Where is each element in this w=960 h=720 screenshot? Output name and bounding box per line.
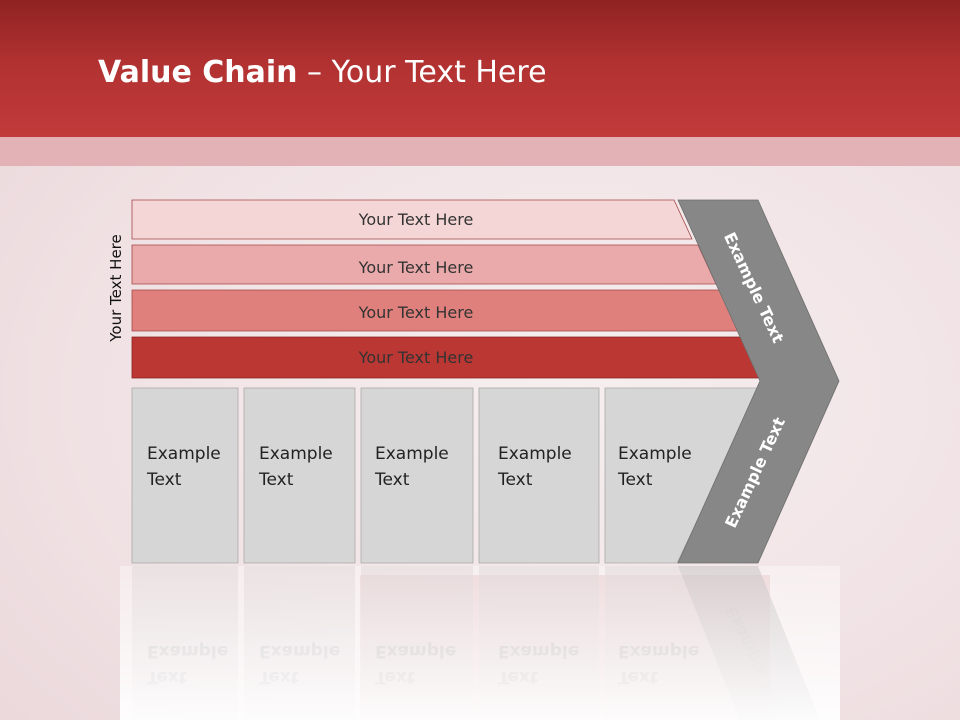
column-1-line2: Text — [146, 470, 182, 490]
column-5-line2: Text — [617, 470, 653, 490]
column-3-line1: Example — [375, 444, 449, 464]
reflection-fade — [120, 566, 840, 720]
column-5-box — [604, 387, 762, 564]
header-sub-band — [0, 137, 960, 166]
column-1: Example Text — [131, 387, 239, 564]
column-1-box — [131, 387, 239, 564]
bar-1-label: Your Text Here — [358, 210, 474, 229]
header-band — [0, 0, 960, 137]
column-3-line2: Text — [374, 470, 410, 490]
page-title: Value Chain – Your Text Here — [98, 55, 547, 90]
bar-4-label: Your Text Here — [358, 348, 474, 367]
column-1-line1: Example — [147, 444, 221, 464]
bar-3: Your Text Here — [131, 289, 740, 332]
title-bold: Value Chain — [98, 55, 298, 90]
column-2-box — [243, 387, 356, 564]
bar-3-label: Your Text Here — [358, 303, 474, 322]
column-4: Example Text — [478, 387, 600, 564]
bar-1-shape — [131, 199, 693, 240]
column-2-line1: Example — [259, 444, 333, 464]
bar-1: Your Text Here — [131, 199, 693, 240]
column-2-line2: Text — [258, 470, 294, 490]
column-3: Example Text — [360, 387, 474, 564]
bar-4: Your Text Here — [131, 336, 764, 379]
vertical-label: Your Text Here — [107, 234, 125, 342]
bar-2: Your Text Here — [131, 244, 717, 285]
column-4-line2: Text — [497, 470, 533, 490]
bar-2-label: Your Text Here — [358, 258, 474, 277]
column-5: Example Text — [604, 387, 762, 564]
column-2: Example Text — [243, 387, 356, 564]
column-5-line1: Example — [618, 444, 692, 464]
column-4-line1: Example — [498, 444, 572, 464]
column-4-box — [478, 387, 600, 564]
title-rest: – Your Text Here — [297, 55, 547, 90]
chevron-shape — [677, 199, 840, 564]
column-3-box — [360, 387, 474, 564]
